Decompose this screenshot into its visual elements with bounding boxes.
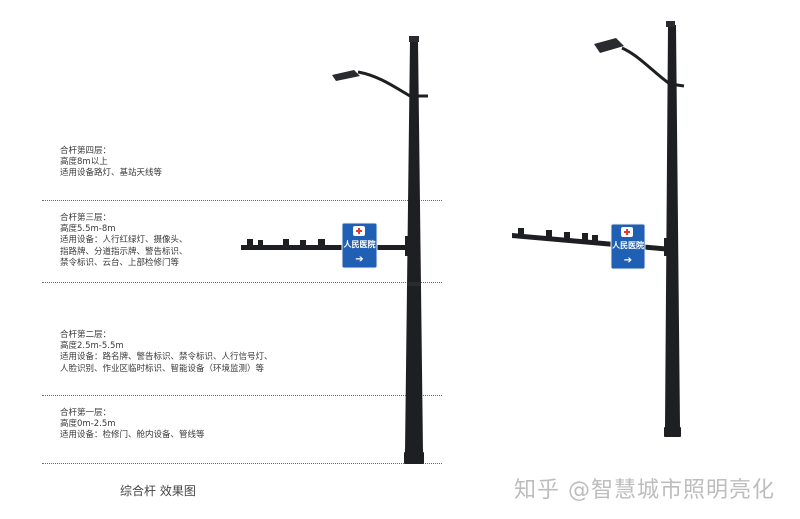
left-pole-cap — [409, 36, 419, 42]
layer-3-height: 高度5.5m-8m — [60, 224, 116, 235]
left-sign-cross — [356, 228, 362, 234]
right-arm-device-4 — [582, 233, 588, 240]
left-arm-device-1 — [247, 239, 253, 246]
layer-3-devices-3: 禁令标识、云台、上部检修门等 — [60, 257, 180, 268]
left-lamp-arm — [357, 70, 411, 98]
right-pole: 人民医院 ➔ — [512, 21, 685, 437]
layer-2-devices-2: 人脸识别、作业区临时标识、智能设备（环境监测）等 — [60, 363, 265, 374]
right-arm-device-2 — [546, 230, 552, 237]
divider-4-3 — [42, 200, 442, 201]
right-arm-device-1 — [518, 228, 524, 235]
layer-2-devices-1: 适用设备：路名牌、警告标识、禁令标识、人行信号灯、 — [60, 352, 273, 363]
layer-1-title: 合杆第一层： — [60, 408, 112, 418]
divider-2-1 — [42, 395, 442, 396]
layer-1-text: 合杆第一层： 高度0m-2.5m 适用设备：检修门、舱内设备、管线等 — [60, 408, 310, 442]
layer-3-devices-1: 适用设备：人行红绿灯、摄像头、 — [60, 235, 188, 246]
layer-3-text: 合杆第三层： 高度5.5m-8m 适用设备：人行红绿灯、摄像头、 指路牌、分道指… — [60, 213, 310, 269]
diagram-caption: 综合杆 效果图 — [120, 484, 196, 498]
left-pole: 人民医院 ➔ — [241, 36, 428, 464]
right-sign-arrow: ➔ — [624, 255, 632, 266]
right-pole-cap — [666, 21, 675, 27]
left-arm-device-2 — [258, 240, 263, 246]
left-arm-device-5 — [318, 239, 325, 246]
layer-2-text: 合杆第二层： 高度2.5m-5.5m 适用设备：路名牌、警告标识、禁令标识、人行… — [60, 330, 310, 375]
left-arm-device-4 — [300, 240, 306, 246]
layer-4-height: 高度8m以上 — [60, 157, 108, 168]
right-lamp-bracket — [669, 82, 685, 88]
right-pole-shaft — [665, 25, 680, 427]
layer-2-height: 高度2.5m-5.5m — [60, 341, 124, 352]
layer-3-devices-2: 指路牌、分道指示牌、警告标识、 — [60, 246, 188, 257]
left-sign-arrow: ➔ — [355, 254, 363, 265]
layer-4-devices: 适用设备路灯、基站天线等 — [60, 168, 163, 179]
left-pole-band — [407, 282, 421, 286]
left-pole-base — [404, 452, 424, 464]
left-hospital-sign — [341, 222, 378, 269]
ground-line — [42, 463, 442, 464]
right-arm-clamp — [664, 238, 676, 256]
right-lamp-head — [594, 38, 624, 53]
right-sign-cross — [624, 229, 630, 235]
layer-1-devices: 适用设备：检修门、舱内设备、管线等 — [60, 430, 205, 441]
left-cross-arm — [241, 245, 413, 250]
layer-4-text: 合杆第四层： 高度8m以上 适用设备路灯、基站天线等 — [60, 146, 310, 180]
layer-1-height: 高度0m-2.5m — [60, 419, 116, 430]
right-lamp-arm — [621, 46, 671, 86]
left-sign-label: 人民医院 — [344, 239, 376, 249]
watermark: 知乎 @智慧城市照明亮化 — [514, 478, 775, 503]
divider-3-2 — [42, 282, 442, 283]
right-arm-device-5 — [592, 235, 598, 242]
right-sign-label: 人民医院 — [612, 240, 644, 250]
right-hospital-sign — [610, 223, 646, 270]
layer-2-title: 合杆第二层： — [60, 330, 112, 340]
left-lamp-head — [332, 70, 360, 81]
left-arm-clamp — [405, 236, 417, 256]
layer-3-title: 合杆第三层： — [60, 213, 112, 223]
right-arm-device-3 — [564, 232, 570, 239]
layer-4-title: 合杆第四层： — [60, 146, 112, 156]
left-arm-device-3 — [283, 239, 289, 246]
right-pole-base — [664, 427, 681, 437]
